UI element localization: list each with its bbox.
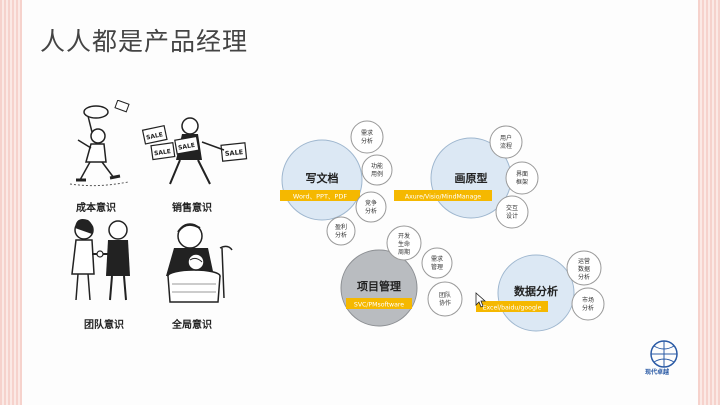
sub-bubble-text-5b: 流程 bbox=[500, 142, 512, 150]
sub-bubble-text-1b: 分析 bbox=[361, 137, 373, 145]
sub-bubble-text-11b: 数据 bbox=[578, 265, 590, 273]
sale-sign-3: SALE bbox=[178, 142, 196, 152]
slide-title: 人人都是产品经理 bbox=[40, 27, 249, 56]
sub-bubble-text-2a: 功能 bbox=[371, 162, 383, 170]
sub-bubble-text-3a: 竞争 bbox=[365, 199, 377, 207]
tool-label-prototype: Axure/Visio/MindManage bbox=[405, 194, 481, 201]
skill-label-write-docs: 写文档 bbox=[306, 171, 339, 185]
sub-bubble-text-11c: 分析 bbox=[578, 273, 590, 281]
sub-bubble-text-7a: 交互 bbox=[506, 204, 518, 212]
sub-bubble-text-2b: 用例 bbox=[371, 170, 383, 178]
caption-big-picture-awareness: 全局意识 bbox=[172, 320, 212, 331]
tool-band-data-analysis bbox=[476, 301, 548, 312]
sales-awareness-cartoon: SALE SALE SALE SALE bbox=[141, 117, 248, 185]
sub-bubble-text-6a: 界面 bbox=[516, 171, 528, 178]
sale-sign-4: SALE bbox=[225, 148, 244, 158]
sale-sign-1: SALE bbox=[146, 131, 164, 141]
caption-team-awareness: 团队意识 bbox=[84, 320, 124, 331]
caption-sales-awareness: 销售意识 bbox=[172, 203, 212, 214]
sub-bubble-text-4b: 分析 bbox=[335, 231, 347, 239]
tool-band-write-docs bbox=[280, 190, 360, 201]
mouse-cursor-icon bbox=[475, 292, 487, 308]
skill-label-project-mgmt: 项目管理 bbox=[357, 279, 401, 293]
sub-bubble-text-9a: 需求 bbox=[431, 255, 443, 263]
sub-bubble-text-1a: 需求 bbox=[361, 129, 373, 137]
sub-bubble-text-11a: 运营 bbox=[578, 257, 590, 265]
sub-bubble-text-12a: 市场 bbox=[582, 296, 594, 304]
skill-label-prototype: 画原型 bbox=[455, 171, 488, 185]
sub-bubble-text-8c: 周期 bbox=[398, 248, 410, 256]
big-picture-cartoon bbox=[166, 223, 233, 303]
sub-bubble-text-8b: 生命 bbox=[398, 240, 410, 248]
company-logo-icon bbox=[650, 340, 678, 368]
tool-band-prototype bbox=[394, 190, 492, 201]
sub-bubble-text-10b: 协作 bbox=[439, 299, 451, 307]
pm-skills-diagram: 写文档 Word、PPT、PDF 需求 分析 功能 用例 竞争 分析 盈利 分析… bbox=[280, 120, 605, 332]
sub-bubble-text-5a: 用户 bbox=[500, 134, 512, 142]
tool-label-data-analysis: Excel/baidu/google bbox=[483, 305, 542, 312]
sub-bubble-text-12b: 分析 bbox=[582, 304, 594, 312]
sub-bubble-text-7b: 设计 bbox=[506, 212, 518, 220]
sub-bubble-text-9b: 管理 bbox=[431, 263, 443, 271]
left-border-stripes bbox=[0, 0, 22, 405]
tool-label-write-docs: Word、PPT、PDF bbox=[293, 193, 347, 201]
teamwork-cartoon bbox=[71, 219, 130, 301]
skill-label-data-analysis: 数据分析 bbox=[514, 284, 558, 298]
tool-band-project-mgmt bbox=[346, 298, 412, 309]
right-border-stripes bbox=[698, 0, 720, 405]
sub-bubble-text-8a: 开发 bbox=[398, 232, 410, 240]
sub-bubble-text-4a: 盈利 bbox=[335, 223, 347, 231]
sub-bubble-text-10a: 团队 bbox=[439, 291, 451, 299]
caption-cost-awareness: 成本意识 bbox=[76, 203, 116, 214]
tool-label-project-mgmt: SVC/PMsoftware bbox=[354, 302, 404, 309]
cost-awareness-cartoon bbox=[69, 100, 130, 187]
logo-text: 现代卓越 bbox=[645, 369, 670, 376]
sub-bubble-text-6b: 框架 bbox=[516, 178, 528, 186]
sub-bubble-text-3b: 分析 bbox=[365, 207, 377, 215]
sale-sign-2: SALE bbox=[154, 148, 172, 157]
